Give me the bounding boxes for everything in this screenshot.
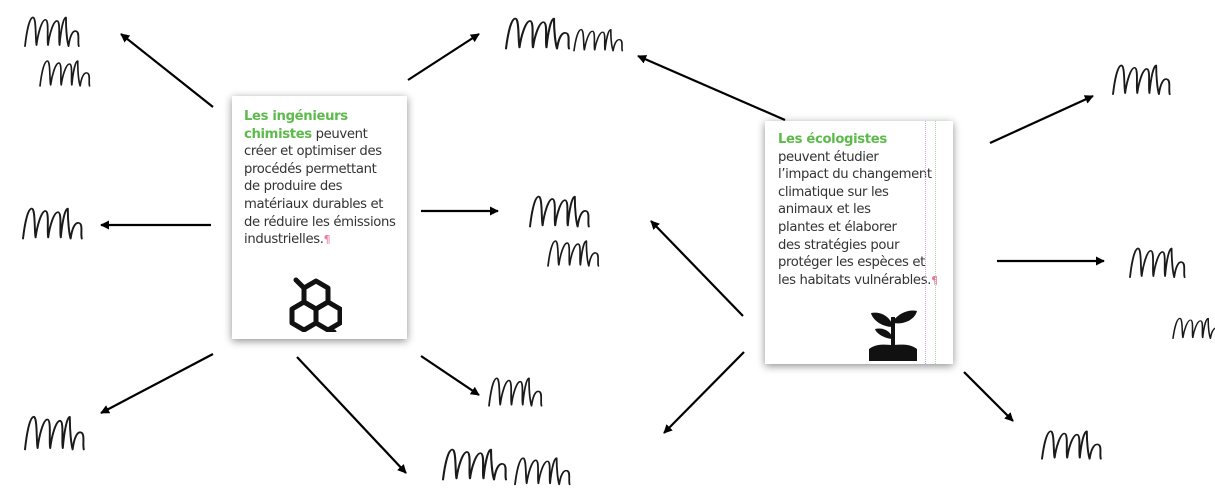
scribble-mid-center-2 bbox=[547, 240, 600, 267]
guide-line-purple bbox=[925, 121, 926, 364]
scribble-right bbox=[1129, 247, 1186, 279]
arrow-chem-top-right bbox=[407, 33, 480, 81]
arrow-eco-top-right bbox=[989, 94, 1094, 145]
chemists-card-title: Les ingénieurs chimistes bbox=[244, 109, 348, 142]
scribble-bottom-center-2 bbox=[514, 457, 571, 486]
scribble-bottom-left bbox=[24, 415, 85, 451]
arrow-eco-top-left bbox=[637, 54, 786, 122]
arrow-chem-bottom-middle bbox=[296, 356, 407, 474]
scribble-top-left-2 bbox=[39, 60, 91, 87]
arrow-chem-bottom-right bbox=[420, 355, 480, 396]
plant-sprout-icon bbox=[869, 310, 917, 361]
scribble-near-chem-bottom-right bbox=[488, 377, 543, 407]
arrow-eco-bottom-right bbox=[963, 371, 1014, 422]
chemists-card-text: Les ingénieurs chimistes peuvent créer e… bbox=[244, 108, 407, 249]
chemists-card-body: peuvent créer et optimiser des procédés … bbox=[244, 126, 396, 248]
scribble-mid-left bbox=[22, 207, 83, 240]
guide-line-green bbox=[935, 121, 936, 364]
ecologists-card-body: peuvent étudier l’impact du changement c… bbox=[778, 149, 932, 288]
ecologists-card: Les écologistes peuvent étudier l’impact… bbox=[765, 121, 953, 364]
ecologists-card-title: Les écologistes bbox=[778, 132, 887, 147]
scribble-bottom-center-1 bbox=[441, 448, 508, 481]
paragraph-mark: ¶ bbox=[931, 273, 938, 287]
scribble-far-right bbox=[1172, 317, 1215, 340]
arrow-chem-top-left bbox=[120, 33, 214, 108]
scribble-mid-center-1 bbox=[529, 195, 590, 228]
scribble-top-center-1 bbox=[504, 17, 571, 50]
scribble-top-right bbox=[1112, 64, 1171, 96]
molecule-icon bbox=[289, 277, 342, 332]
arrow-eco-left bbox=[650, 220, 744, 317]
paragraph-mark: ¶ bbox=[323, 233, 331, 247]
arrow-eco-bottom-left bbox=[663, 351, 745, 434]
chemists-card: Les ingénieurs chimistes peuvent créer e… bbox=[232, 96, 407, 339]
arrow-chem-bottom-left bbox=[100, 353, 214, 414]
ecologists-card-text: Les écologistes peuvent étudier l’impact… bbox=[778, 131, 953, 289]
scribble-top-left-1 bbox=[24, 16, 80, 48]
scribble-bottom-right bbox=[1041, 430, 1102, 460]
scribble-top-center-2 bbox=[573, 28, 624, 52]
